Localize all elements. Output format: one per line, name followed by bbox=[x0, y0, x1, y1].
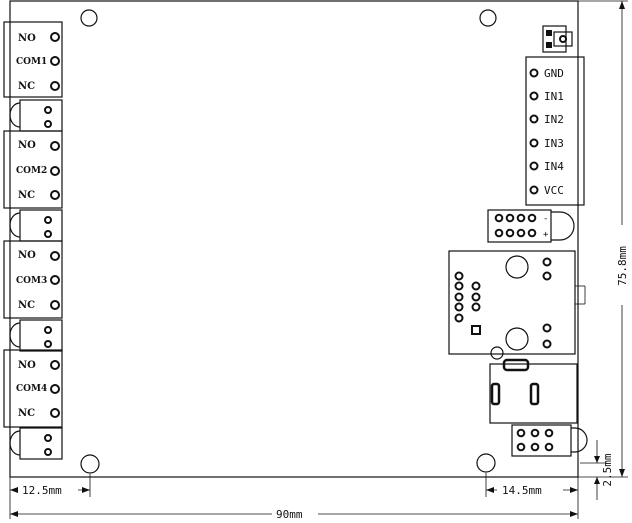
left-offset-dimension: 12.5mm bbox=[10, 474, 91, 497]
rj45-connector bbox=[448, 250, 586, 360]
input-in3-label: IN3 bbox=[544, 137, 564, 150]
left-offset-label: 12.5mm bbox=[22, 484, 62, 497]
input-in4-label: IN4 bbox=[544, 160, 564, 173]
bottom-offset-label: 2.5mm bbox=[601, 453, 614, 486]
pin-header-2x4: - + bbox=[487, 209, 575, 243]
relay-connector-3 bbox=[9, 319, 63, 352]
mounting-hole-bottom-left bbox=[80, 454, 100, 474]
relay-terminal-2: NO COM2 NC bbox=[3, 130, 63, 209]
width-dimension: 90mm bbox=[9, 477, 579, 521]
header-plus-mark: + bbox=[543, 230, 549, 240]
bottom-right-connector bbox=[511, 424, 588, 457]
relay-terminal-3: NO COM3 NC bbox=[3, 240, 63, 319]
relay-terminal-1: NO COM1 NC bbox=[3, 21, 63, 98]
relay-3-nc-label: NC bbox=[18, 300, 35, 311]
relay-2-com-label: COM2 bbox=[16, 166, 47, 176]
input-terminal-block: GND IN1 IN2 IN3 IN4 VCC bbox=[525, 56, 585, 206]
input-gnd-label: GND bbox=[544, 67, 564, 80]
header-minus-mark: - bbox=[543, 214, 548, 224]
relay-4-nc-label: NC bbox=[18, 408, 35, 419]
input-in1-label: IN1 bbox=[544, 90, 564, 103]
width-dimension-label: 90mm bbox=[276, 508, 303, 521]
power-jack bbox=[489, 358, 578, 424]
relay-connector-2 bbox=[9, 209, 63, 242]
relay-2-nc-label: NC bbox=[18, 190, 35, 201]
relay-1-com-label: COM1 bbox=[16, 57, 47, 67]
input-vcc-label: VCC bbox=[544, 184, 564, 197]
relay-1-no-label: NO bbox=[18, 33, 36, 44]
relay-3-no-label: NO bbox=[18, 250, 36, 261]
mounting-hole-top-right bbox=[479, 9, 497, 27]
height-dimension-label: 75.8mm bbox=[616, 246, 629, 286]
relay-1-nc-label: NC bbox=[18, 81, 35, 92]
height-dimension: 75.8mm bbox=[578, 0, 629, 478]
relay-terminal-4: NO COM4 NC bbox=[3, 349, 63, 428]
board-outline bbox=[9, 0, 579, 478]
right-offset-dimension: 14.5mm bbox=[485, 473, 578, 497]
relay-2-no-label: NO bbox=[18, 140, 36, 151]
relay-3-com-label: COM3 bbox=[16, 276, 47, 286]
mounting-hole-bottom-right bbox=[476, 453, 496, 473]
mounting-hole-top-left bbox=[80, 9, 98, 27]
relay-4-no-label: NO bbox=[18, 360, 36, 371]
relay-connector-1 bbox=[9, 99, 63, 132]
input-in2-label: IN2 bbox=[544, 113, 564, 126]
right-offset-label: 14.5mm bbox=[502, 484, 542, 497]
top-right-connector bbox=[542, 25, 573, 53]
relay-4-com-label: COM4 bbox=[16, 384, 47, 394]
relay-connector-4 bbox=[9, 427, 63, 460]
bottom-offset-dimension: 2.5mm bbox=[580, 440, 614, 500]
